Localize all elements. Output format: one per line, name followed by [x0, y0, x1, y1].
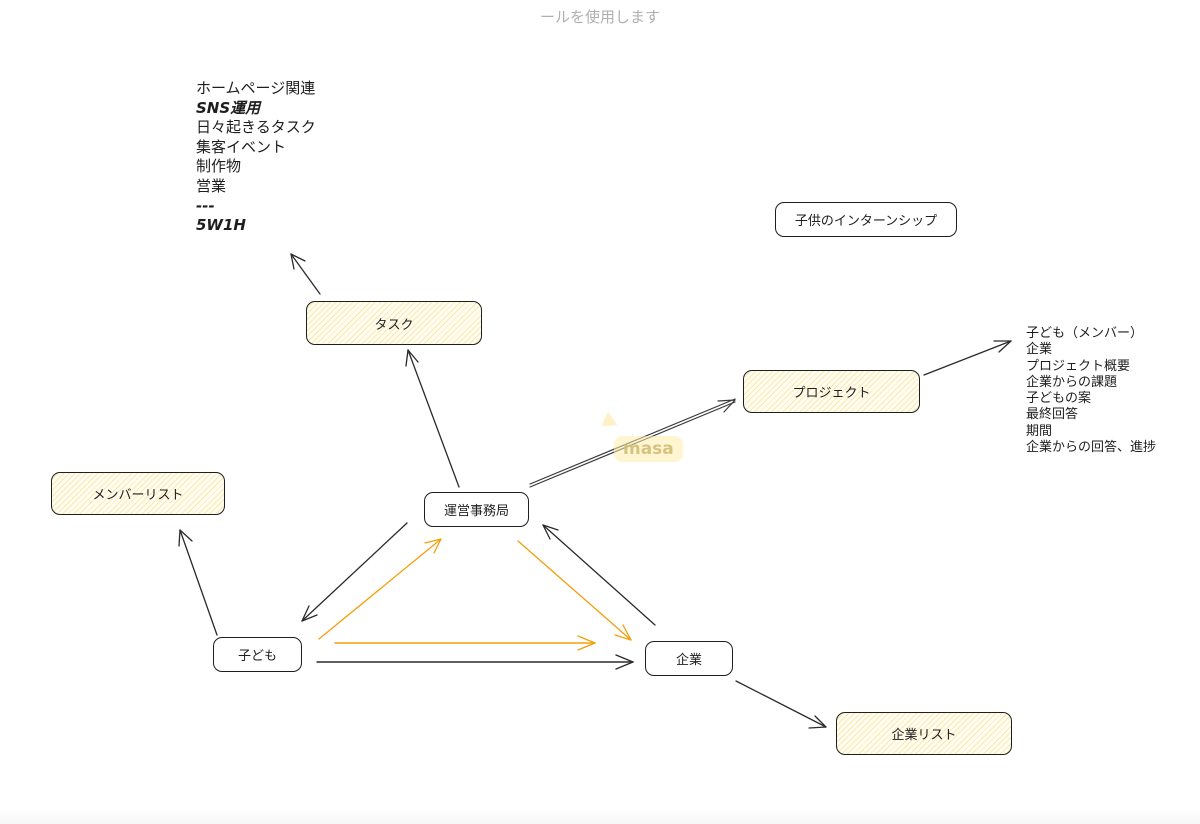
node-internship-label: 子供のインターンシップ: [794, 214, 938, 229]
task-note-item: 日々起きるタスク: [196, 118, 316, 137]
node-child-label: 子ども: [237, 649, 277, 664]
arrow-child-to-member-list[interactable]: [178, 529, 218, 636]
task-note-item: 集客イベント: [196, 137, 287, 156]
arrow-company-to-office[interactable]: [542, 524, 656, 626]
arrow-office-to-child[interactable]: [301, 522, 408, 622]
node-task-label: タスク: [374, 317, 414, 333]
node-member-list-label: メンバーリスト: [92, 488, 184, 503]
toolbar-hint-text: ールを使用します: [539, 8, 660, 26]
project-note-item: 最終回答: [1026, 407, 1079, 423]
arrow-company-to-company-list[interactable]: [735, 680, 827, 729]
task-note-item: 営業: [196, 176, 227, 195]
bottom-edge: [0, 810, 1200, 824]
node-company[interactable]: 企業: [645, 641, 733, 676]
project-note-item: プロジェクト概要: [1026, 358, 1131, 374]
arrow-child-to-company-orange[interactable]: [334, 635, 596, 651]
node-member-list[interactable]: メンバーリスト: [51, 472, 225, 515]
node-company-label: 企業: [675, 653, 702, 668]
task-note-item: ---: [196, 196, 215, 215]
task-note-item: 制作物: [196, 157, 242, 176]
project-note-item: 子ども（メンバー）: [1026, 326, 1144, 341]
arrow-office-to-task[interactable]: [405, 349, 460, 488]
node-internship[interactable]: 子供のインターンシップ: [775, 202, 957, 237]
node-child[interactable]: 子ども: [213, 637, 302, 672]
node-office-label: 運営事務局: [443, 504, 509, 519]
node-company-list-label: 企業リスト: [891, 728, 957, 743]
project-note-item: 期間: [1026, 423, 1053, 439]
node-project-label: プロジェクト: [792, 386, 871, 401]
task-note-item: SNS運用: [196, 98, 261, 117]
project-note-item: 子どもの案: [1026, 391, 1092, 407]
arrow-office-to-company[interactable]: [517, 540, 632, 641]
task-note-item: 5W1H: [196, 216, 246, 235]
node-office[interactable]: 運営事務局: [424, 492, 529, 527]
task-note-item: ホームページ関連: [196, 79, 316, 97]
arrow-project-to-notes[interactable]: [923, 340, 1012, 376]
arrow-task-to-notes[interactable]: [290, 253, 321, 295]
arrow-child-to-office[interactable]: [318, 538, 442, 640]
node-company-list[interactable]: 企業リスト: [836, 712, 1012, 755]
arrow-child-to-company-dark[interactable]: [316, 654, 634, 670]
project-note-item: 企業からの回答、進捗: [1026, 440, 1157, 456]
project-note-item: 企業: [1026, 342, 1053, 358]
node-task[interactable]: タスク: [306, 301, 482, 345]
node-project[interactable]: プロジェクト: [743, 370, 920, 413]
project-note-item: 企業からの課題: [1026, 374, 1118, 390]
collaborator-name-tag: masa: [614, 436, 683, 462]
project-notes[interactable]: 子ども（メンバー）企業プロジェクト概要企業からの課題子どもの案最終回答期間企業か…: [1026, 326, 1156, 456]
